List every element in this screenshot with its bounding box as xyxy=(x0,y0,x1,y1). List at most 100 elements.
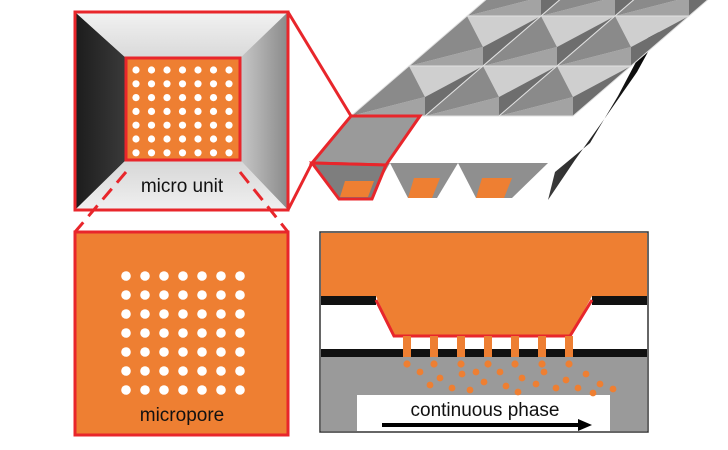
micropore-dot xyxy=(216,309,226,319)
micropore-dot xyxy=(132,149,140,157)
micropore-dot xyxy=(159,271,169,281)
micropore-dot xyxy=(163,66,171,74)
pore-channel xyxy=(484,336,492,360)
droplet xyxy=(436,374,444,382)
micropore-dot xyxy=(178,66,187,74)
pore-channel xyxy=(430,336,438,360)
micropore-dot xyxy=(194,66,202,74)
micropore-connector-right xyxy=(238,171,290,233)
droplet xyxy=(565,360,573,368)
micropore-dot xyxy=(216,271,226,281)
droplet xyxy=(518,374,526,382)
micropore-dot xyxy=(178,121,187,129)
droplet xyxy=(472,368,480,376)
micropore-dot xyxy=(140,366,150,376)
micropore-connector-left xyxy=(73,171,128,233)
micropore-array xyxy=(121,271,245,395)
micropore-dot xyxy=(216,366,226,376)
micropore-dot xyxy=(163,135,171,143)
micropore-dot xyxy=(178,149,187,157)
micropore-label: micropore xyxy=(140,405,224,426)
unit-micropore-array xyxy=(132,66,233,157)
upper-bar-left xyxy=(321,296,376,305)
micropore-dot xyxy=(163,94,171,102)
micropore-dot xyxy=(132,80,140,88)
micropore-dot xyxy=(209,121,218,129)
unit-highlight-frame xyxy=(73,10,290,212)
front-cell-membrane-2 xyxy=(408,178,440,198)
micropore-dot xyxy=(235,366,245,376)
micropore-panel: micropore xyxy=(73,171,290,437)
micropore-dot xyxy=(147,94,156,102)
droplet xyxy=(416,368,424,376)
array-cell-rim xyxy=(465,0,561,17)
micropore-dot xyxy=(178,271,188,281)
micropore-dot xyxy=(225,94,233,102)
micropore-dot xyxy=(216,385,226,395)
micropore-dot xyxy=(194,121,202,129)
micropore-dot xyxy=(209,66,218,74)
dispersed-phase xyxy=(321,233,647,336)
micropore-dot xyxy=(209,135,218,143)
micropore-dot xyxy=(194,149,202,157)
micropore-dot xyxy=(225,107,233,115)
droplet xyxy=(496,368,504,376)
droplet xyxy=(514,388,522,396)
droplet xyxy=(480,378,488,386)
micropore-dot xyxy=(225,80,233,88)
array-cell-face xyxy=(541,0,604,16)
continuous-phase-label: continuous phase xyxy=(411,400,560,421)
pore-channel xyxy=(565,336,573,360)
upper-bar-right xyxy=(592,296,647,305)
pore-channel xyxy=(457,336,465,360)
droplet xyxy=(458,370,466,378)
micropore-dot xyxy=(140,328,150,338)
micropore-dot xyxy=(121,309,131,319)
array-cell-face xyxy=(615,0,689,16)
micropore-dot xyxy=(197,385,207,395)
droplets xyxy=(403,360,617,397)
array-cell-face xyxy=(499,66,573,116)
front-cell-membrane-3 xyxy=(476,178,512,198)
array-cell-face xyxy=(615,16,689,47)
micropore-dot xyxy=(178,290,188,300)
micropore-dot xyxy=(235,290,245,300)
micropore-dot xyxy=(121,271,131,281)
micropore-dot xyxy=(159,366,169,376)
micropore-dot xyxy=(197,328,207,338)
micropore-dot xyxy=(178,135,187,143)
unit-left-wall xyxy=(75,12,126,210)
array-cell-face xyxy=(557,16,631,66)
micropore-dot xyxy=(216,347,226,357)
micropore-dot xyxy=(235,385,245,395)
micropore-dot xyxy=(147,107,156,115)
unit-top-wall xyxy=(75,12,288,58)
micropore-dot xyxy=(178,94,187,102)
micro-unit-label: micro unit xyxy=(141,176,224,197)
array-cell-face xyxy=(467,0,541,16)
micropore-dot xyxy=(178,309,188,319)
micro-unit-panel: micro unit xyxy=(73,10,290,212)
droplet xyxy=(426,381,434,389)
droplet xyxy=(457,360,465,368)
droplet xyxy=(552,384,560,392)
micropore-dot xyxy=(159,347,169,357)
micropore-dot xyxy=(209,107,218,115)
droplet xyxy=(430,360,438,368)
droplet xyxy=(540,368,548,376)
micropore-dot xyxy=(147,66,156,74)
micropore-dot xyxy=(163,149,171,157)
micropore-dot xyxy=(225,121,233,129)
micropore-dot xyxy=(132,94,140,102)
array-cell-face xyxy=(557,66,631,97)
micropore-dot xyxy=(147,121,156,129)
droplet xyxy=(448,384,456,392)
continuous-phase-channel xyxy=(321,357,647,431)
micropore-dot xyxy=(147,80,156,88)
connector-line-bottom xyxy=(286,162,314,211)
micropore-dot xyxy=(132,66,140,74)
micropore-dot xyxy=(140,271,150,281)
micropore-dot xyxy=(235,309,245,319)
micropore-dot xyxy=(121,366,131,376)
micropore-dot xyxy=(216,328,226,338)
